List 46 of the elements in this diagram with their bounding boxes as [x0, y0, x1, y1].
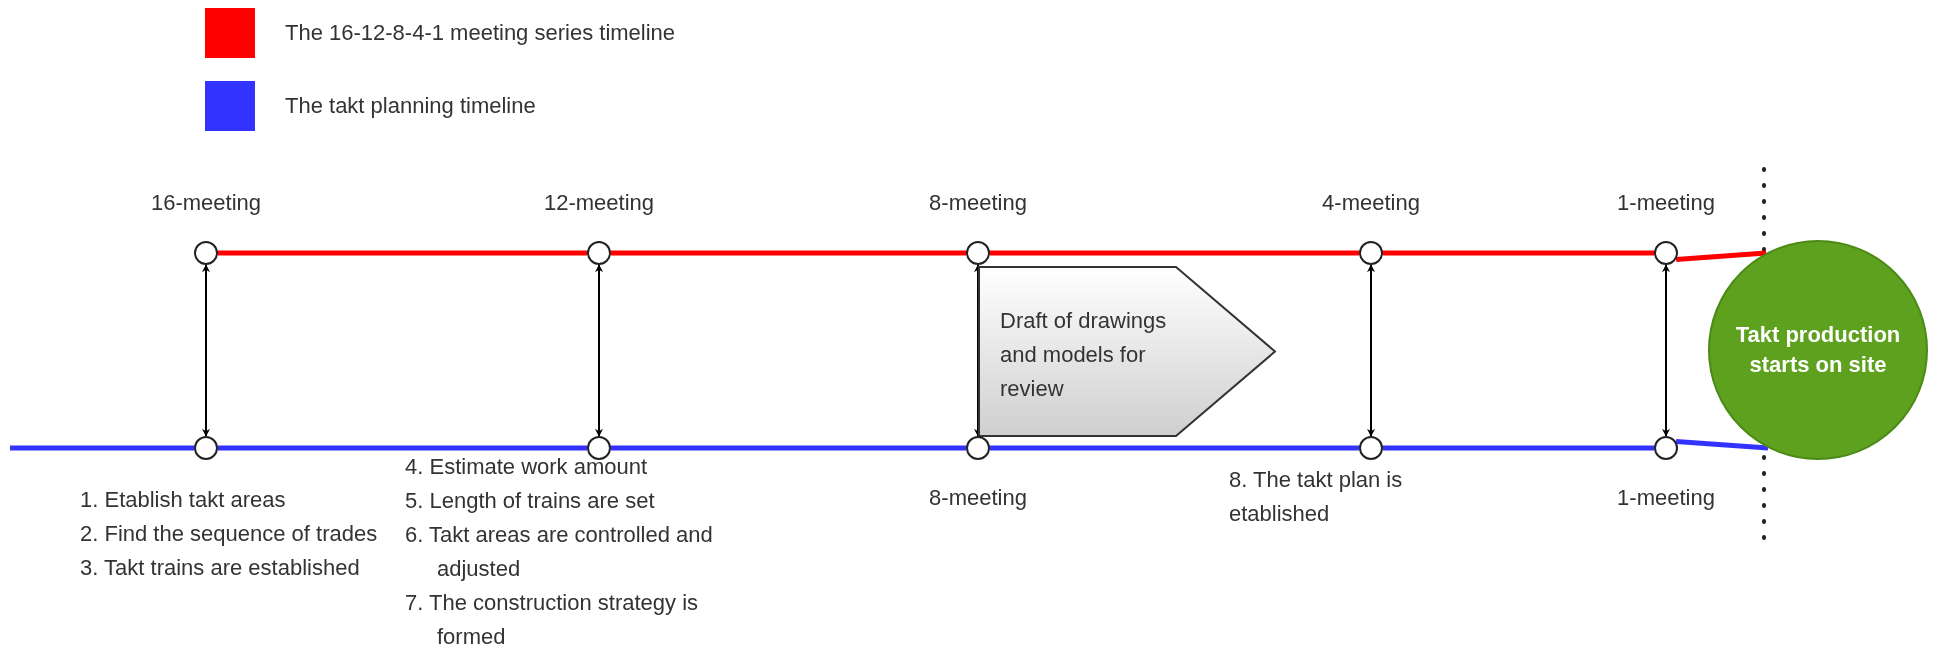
step-text: 8. The takt plan is etablished [1229, 466, 1404, 528]
list-item: 1. Etablish takt areas [80, 486, 287, 514]
double-arrow [202, 264, 210, 437]
timeline-point [966, 436, 990, 460]
meeting-label: 4-meeting [1322, 189, 1420, 217]
list-item: 4. Estimate work amount [405, 453, 649, 481]
timeline-point [587, 436, 611, 460]
meeting-label: 16-meeting [150, 189, 262, 217]
double-arrow [595, 264, 603, 437]
timeline-point [1654, 436, 1678, 460]
list-item: 6. Takt areas are controlled and adjusted [405, 521, 714, 583]
meeting-label: 12-meeting [543, 189, 655, 217]
shape-text: Draft of drawings and models for review [1000, 307, 1168, 403]
list-item: 2. Find the sequence of trades [80, 520, 379, 548]
timeline-line [1675, 250, 1767, 262]
meeting-label: 1-meeting [1617, 484, 1715, 512]
timeline-line [990, 445, 1359, 451]
double-arrow [1367, 264, 1375, 437]
timeline-point [1654, 241, 1678, 265]
list-item: 3. Takt trains are established [80, 554, 361, 582]
meeting-label: 8-meeting [929, 484, 1027, 512]
double-arrow [974, 264, 982, 437]
timeline-line [1383, 250, 1654, 256]
timeline-line [611, 250, 966, 256]
timeline-point [1359, 241, 1383, 265]
timeline-line [611, 445, 966, 451]
legend-label: The takt planning timeline [285, 92, 536, 120]
timeline-line [1675, 439, 1769, 451]
timeline-point [194, 436, 218, 460]
timeline-line [990, 250, 1359, 256]
legend-label: The 16-12-8-4-1 meeting series timeline [285, 19, 676, 47]
timeline-line [1383, 445, 1654, 451]
timeline-point [194, 241, 218, 265]
list-item: 7. The construction strategy is formed [405, 589, 700, 651]
timeline-point [587, 241, 611, 265]
milestone-text: Takt production starts on site [1734, 321, 1902, 379]
timeline-line [218, 445, 587, 451]
timeline-line [10, 445, 194, 451]
pentagon-arrow [978, 266, 1276, 437]
timeline-point [1359, 436, 1383, 460]
meeting-label: 1-meeting [1617, 189, 1715, 217]
double-arrow [1662, 264, 1670, 437]
timeline-line [218, 250, 587, 256]
list-item: 5. Length of trains are set [405, 487, 656, 515]
meeting-label: 8-meeting [929, 189, 1027, 217]
timeline-point [966, 241, 990, 265]
